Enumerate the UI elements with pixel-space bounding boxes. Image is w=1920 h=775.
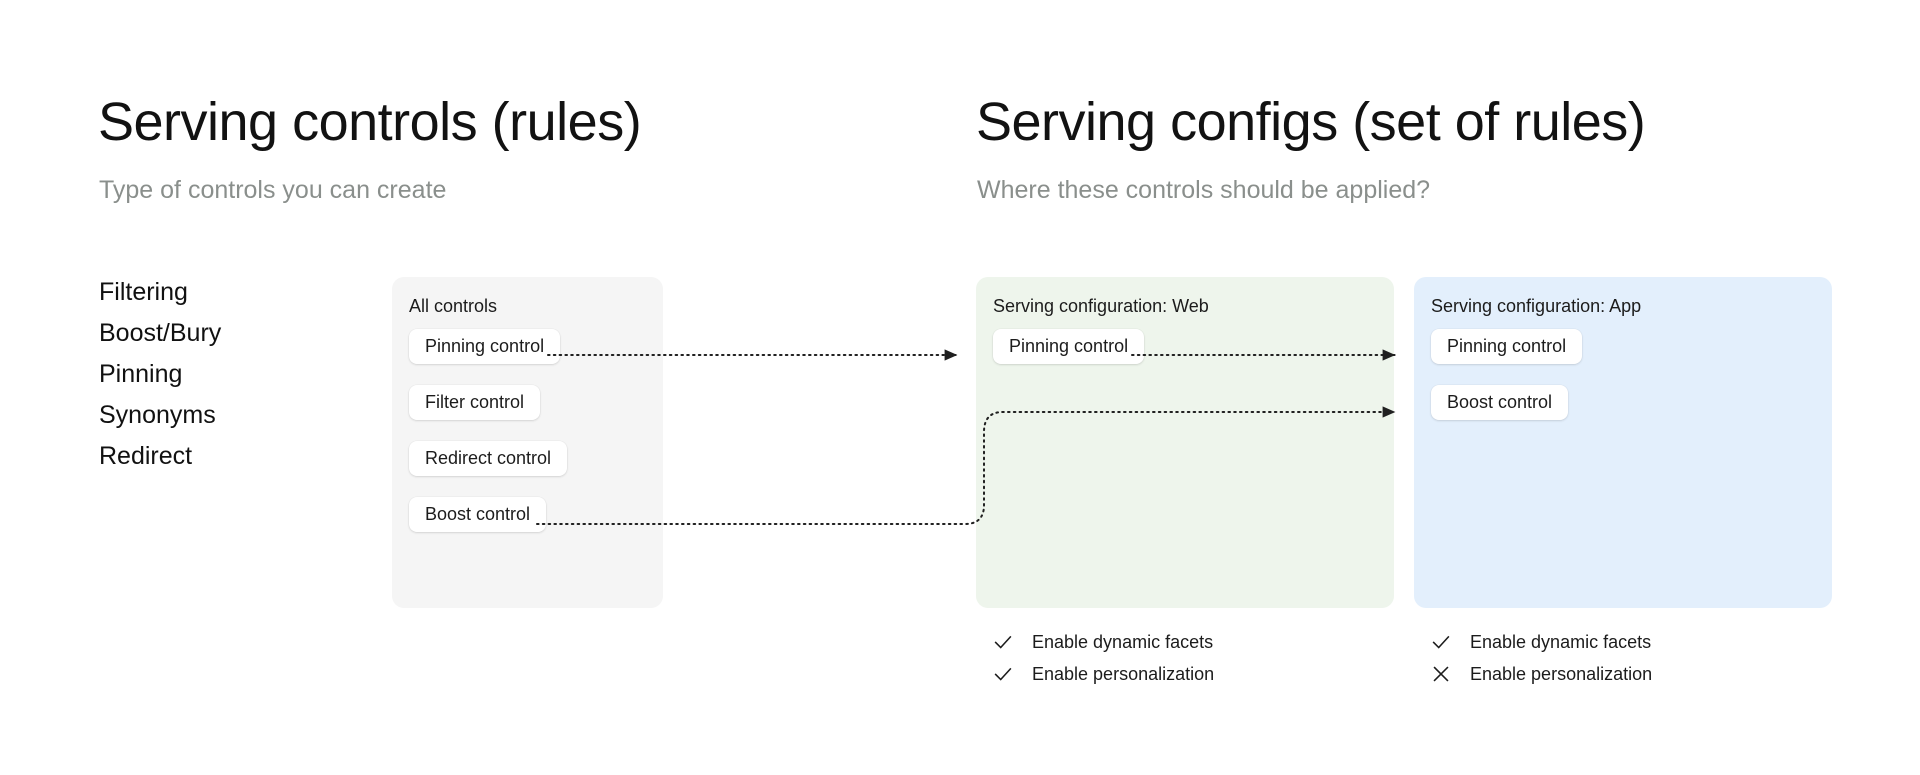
control-type-item: Boost/Bury — [99, 319, 222, 347]
chip-pinning-control[interactable]: Pinning control — [1431, 329, 1583, 364]
all-controls-panel-title: All controls — [409, 296, 498, 316]
all-controls-chip-list: Pinning control Filter control Redirect … — [409, 329, 568, 532]
flag-row-dynamic-facets: Enable dynamic facets — [1430, 626, 1850, 658]
chip-pinning-control[interactable]: Pinning control — [993, 329, 1145, 364]
serving-config-app-panel: Serving configuration: App Pinning contr… — [1414, 277, 1832, 608]
all-controls-panel: All controls Pinning control Filter cont… — [392, 277, 663, 608]
left-section-subtitle: Type of controls you can create — [99, 176, 447, 204]
flag-row-personalization: Enable personalization — [992, 658, 1412, 690]
serving-config-app-chip-list: Pinning control Boost control — [1431, 329, 1583, 420]
flag-label: Enable dynamic facets — [1470, 631, 1652, 652]
chip-boost-control[interactable]: Boost control — [1431, 385, 1569, 420]
check-icon — [994, 667, 1012, 681]
flag-label: Enable dynamic facets — [1032, 631, 1214, 652]
flag-row-personalization: Enable personalization — [1430, 658, 1850, 690]
check-icon — [1432, 635, 1450, 649]
control-type-item: Pinning — [99, 360, 183, 388]
check-icon — [994, 635, 1012, 649]
flag-label: Enable personalization — [1032, 663, 1215, 684]
serving-config-web-panel: Serving configuration: Web Pinning contr… — [976, 277, 1394, 608]
cross-icon — [1433, 666, 1449, 682]
serving-config-web-title: Serving configuration: Web — [993, 296, 1209, 316]
control-type-item: Redirect — [99, 442, 193, 470]
control-type-item: Synonyms — [99, 401, 216, 429]
serving-config-app-flags: Enable dynamic facets Enable personaliza… — [1430, 626, 1850, 690]
serving-config-app-title: Serving configuration: App — [1431, 296, 1642, 316]
serving-config-web-flags: Enable dynamic facets Enable personaliza… — [992, 626, 1412, 690]
control-type-item: Filtering — [99, 278, 188, 306]
control-types-list: Filtering Boost/Bury Pinning Synonyms Re… — [99, 272, 349, 477]
chip-pinning-control[interactable]: Pinning control — [409, 329, 561, 364]
left-section-title: Serving controls (rules) — [98, 92, 642, 152]
right-section-subtitle: Where these controls should be applied? — [977, 176, 1431, 204]
serving-config-web-chip-list: Pinning control — [993, 329, 1145, 364]
chip-redirect-control[interactable]: Redirect control — [409, 441, 568, 476]
right-section-title: Serving configs (set of rules) — [976, 92, 1646, 152]
chip-boost-control[interactable]: Boost control — [409, 497, 547, 532]
chip-filter-control[interactable]: Filter control — [409, 385, 541, 420]
flag-row-dynamic-facets: Enable dynamic facets — [992, 626, 1412, 658]
flag-label: Enable personalization — [1470, 663, 1653, 684]
